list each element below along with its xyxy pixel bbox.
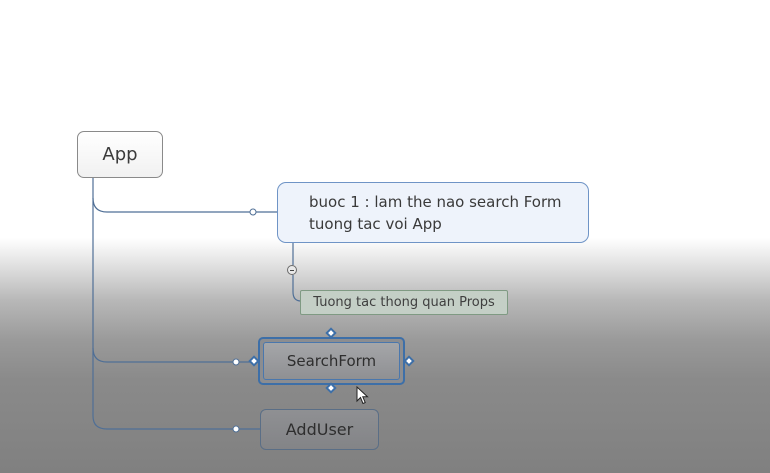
node-adduser[interactable]: AddUser bbox=[260, 409, 379, 450]
edge-app-adduser bbox=[92, 348, 260, 430]
node-searchform[interactable]: SearchForm bbox=[258, 337, 405, 385]
mouse-cursor-icon bbox=[356, 386, 369, 405]
node-props-label: Tuong tac thong quan Props bbox=[313, 295, 495, 310]
node-app[interactable]: App bbox=[77, 131, 163, 178]
node-searchform-label: SearchForm bbox=[286, 352, 377, 370]
edge-buoc1-props-lower bbox=[292, 275, 302, 302]
connector-dot bbox=[232, 358, 240, 366]
edge-app-searchform bbox=[92, 198, 258, 363]
node-buoc-1-label: buoc 1 : lam the nao search Form tuong t… bbox=[309, 192, 562, 233]
edge-app-buoc1 bbox=[92, 178, 277, 213]
connector-dot bbox=[249, 208, 257, 216]
node-searchform-inner: SearchForm bbox=[263, 342, 400, 380]
node-props[interactable]: Tuong tac thong quan Props bbox=[300, 290, 508, 315]
connector-dot bbox=[232, 425, 240, 433]
node-app-label: App bbox=[102, 144, 138, 165]
collapse-minus-icon[interactable] bbox=[287, 265, 297, 275]
node-buoc-1[interactable]: buoc 1 : lam the nao search Form tuong t… bbox=[277, 182, 589, 243]
node-adduser-label: AddUser bbox=[285, 420, 354, 439]
